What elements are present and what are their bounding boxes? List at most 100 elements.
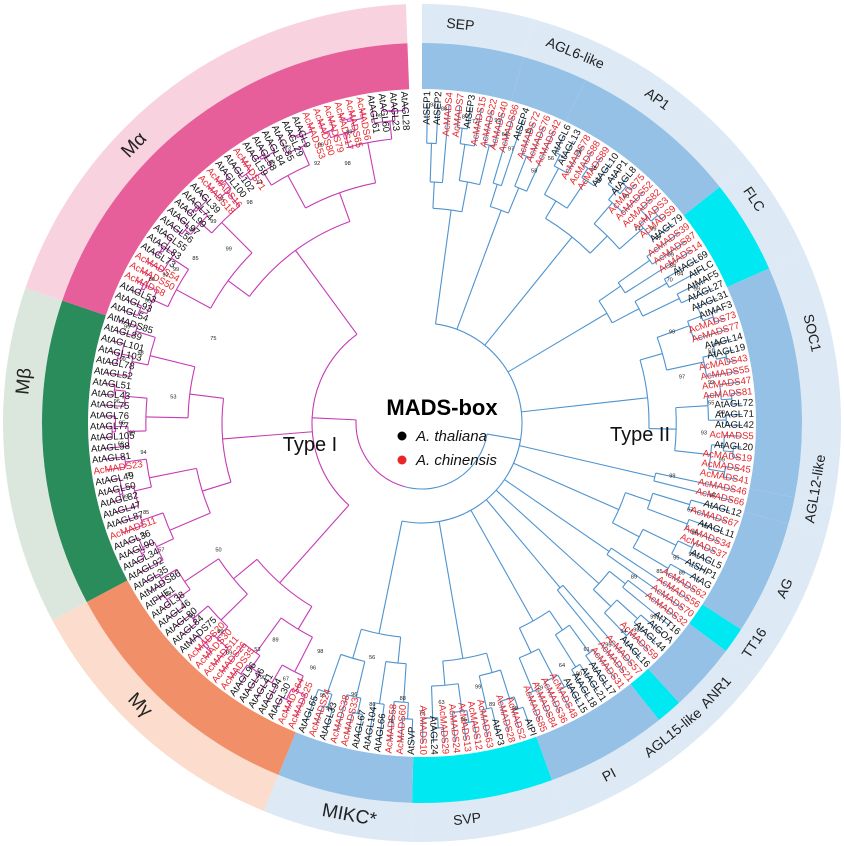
branch-stem (593, 589, 612, 607)
branch-stem (149, 355, 195, 368)
branch-tip (492, 116, 514, 184)
branch-tip (579, 664, 598, 692)
branch-stem (178, 589, 191, 599)
branch-stem (192, 605, 209, 620)
branch-tip (259, 146, 265, 155)
bootstrap-value: 99 (226, 247, 232, 253)
branch-tip (688, 562, 706, 572)
branch-stem (642, 528, 677, 546)
branch-stem (393, 111, 396, 121)
bootstrap-value: 99 (210, 219, 216, 225)
clade-ring-outer (25, 4, 408, 301)
branch-stem (169, 512, 211, 531)
branch-tip (325, 709, 333, 729)
leaf-label: AtAGL24 (427, 716, 439, 756)
branch-stem (259, 156, 262, 160)
branch-stem (575, 528, 610, 552)
branch-stem (311, 689, 319, 707)
branch-arc (146, 290, 158, 314)
branch-stem (135, 330, 156, 338)
branch-stem (121, 485, 134, 490)
branch-stem (118, 341, 125, 345)
branch-stem (434, 249, 447, 324)
leaf-labels: AtSEP1AtSEP2AcMADS4AcMADS7AtSEP3AcMADS15… (90, 91, 754, 756)
bootstrap-value: 89 (489, 702, 495, 708)
bootstrap-value: 98 (137, 350, 143, 356)
branch-tip (184, 208, 191, 215)
branch-arc (181, 225, 189, 235)
branch-tip (204, 651, 212, 659)
branch-stem (255, 617, 282, 654)
branch-stem (677, 540, 693, 548)
branch-stem (310, 129, 313, 132)
legend-label-chinensis: A. chinensis (415, 452, 497, 469)
branch-arc (330, 130, 356, 139)
branch-tip (215, 177, 222, 185)
branch-tip (329, 116, 335, 130)
branch-tip (660, 249, 692, 271)
branch-tip (157, 242, 164, 247)
leaf-label: AtSEP1 (422, 91, 434, 125)
leaf-label: AcMADS7 (451, 93, 467, 138)
branch-stem (650, 214, 658, 222)
bootstrap-value: 56 (369, 655, 375, 661)
branch-tip (660, 215, 666, 220)
bootstrap-value: 95 (673, 556, 679, 562)
branch-arc (519, 610, 550, 629)
type-ii-label: Type II (610, 424, 670, 446)
bootstrap-value: 95 (461, 718, 467, 724)
bootstrap-value: 97 (508, 147, 514, 153)
branch-stem (479, 145, 490, 185)
bootstrap-value: 87 (462, 114, 468, 120)
branch-stem (146, 284, 158, 292)
branch-tip (554, 135, 565, 153)
leaf-label: AtAGL98 (91, 441, 131, 455)
bootstrap-value: 99 (122, 495, 128, 501)
bootstrap-value: 86 (369, 702, 375, 708)
branch-stem (429, 143, 433, 182)
branch-arc (621, 182, 631, 191)
branch-arc (514, 185, 527, 192)
branch-tip (288, 131, 293, 139)
branch-tip (104, 382, 116, 386)
clade-band (278, 732, 414, 803)
branch-stem (546, 236, 573, 269)
branch-stem (569, 624, 591, 654)
leaf-label: AtAGL81 (92, 451, 132, 466)
branch-tip (182, 622, 197, 636)
branch-stem (457, 683, 463, 712)
branch-tip (726, 381, 740, 385)
branch-tip (346, 712, 354, 735)
branch-arc (115, 353, 120, 364)
clade-band (565, 80, 720, 216)
branch-stem (220, 593, 248, 621)
branch-tip (664, 259, 698, 280)
branch-stem (640, 205, 645, 211)
branch-stem (378, 661, 387, 704)
leaf-label: AcMADS10 (417, 705, 428, 755)
branch-arc (385, 660, 407, 665)
bootstrap-value: 99 (376, 114, 382, 120)
branch-arc (143, 275, 152, 291)
branch-tip (336, 713, 343, 732)
branch-tip (591, 157, 602, 172)
branch-tip (646, 232, 680, 257)
branch-arc (346, 694, 362, 699)
branch-stem (184, 229, 192, 235)
branch-tip (130, 289, 140, 295)
bootstrap-value: 58 (531, 168, 537, 174)
branch-tip (725, 466, 739, 470)
bootstrap-value: 96 (351, 692, 357, 698)
branch-arc (280, 617, 313, 638)
branch-stem (206, 646, 210, 649)
branch-tip (285, 701, 292, 713)
branch-arc (730, 393, 733, 405)
branch-tip (583, 151, 593, 166)
branch-arc (352, 711, 363, 716)
branch-tip (104, 456, 125, 460)
branch-arc (696, 306, 704, 321)
branch-tip (653, 206, 659, 212)
legend-label-thaliana: A. thaliana (415, 428, 487, 445)
clade-band (727, 268, 802, 498)
branch-stem (141, 288, 145, 291)
